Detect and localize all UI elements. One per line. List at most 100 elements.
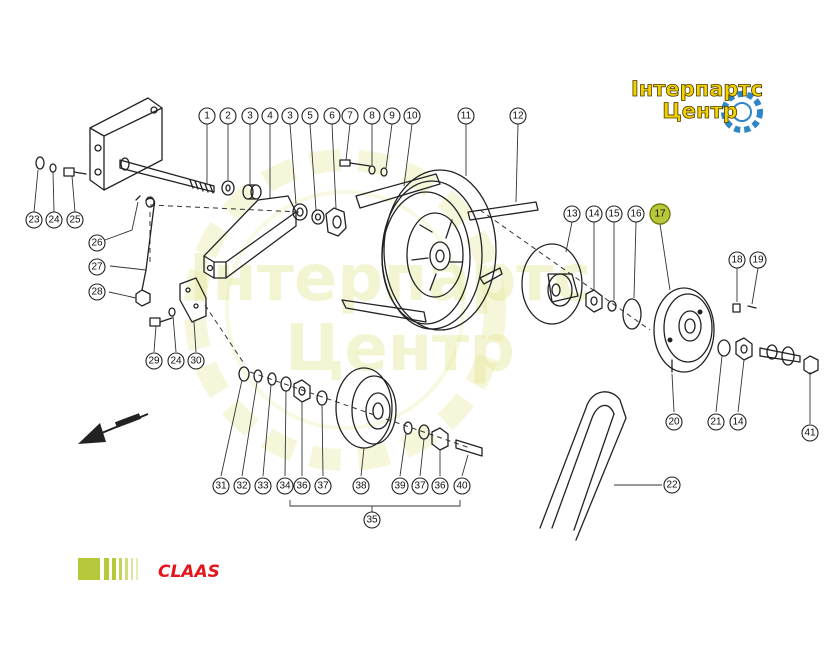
callout-21[interactable]: 21 — [707, 413, 725, 431]
svg-text:20: 20 — [668, 417, 680, 428]
callout-32[interactable]: 32 — [233, 477, 251, 495]
svg-text:17: 17 — [654, 209, 666, 220]
svg-text:30: 30 — [190, 356, 202, 367]
callout-28[interactable]: 28 — [88, 283, 106, 301]
svg-text:7: 7 — [347, 111, 353, 122]
callout-15[interactable]: 15 — [605, 205, 623, 223]
callout-37[interactable]: 37 — [314, 477, 332, 495]
svg-text:28: 28 — [91, 287, 103, 298]
svg-text:13: 13 — [566, 209, 578, 220]
callout-14b[interactable]: 14 — [729, 413, 747, 431]
callout-4[interactable]: 4 — [261, 107, 279, 125]
callout-24b[interactable]: 24 — [167, 352, 185, 370]
callout-24[interactable]: 24 — [45, 211, 63, 229]
leader-lines — [33, 123, 811, 512]
callout-14[interactable]: 14 — [585, 205, 603, 223]
callout-40[interactable]: 40 — [453, 477, 471, 495]
svg-text:39: 39 — [394, 481, 406, 492]
callout-2[interactable]: 2 — [219, 107, 237, 125]
callout-30[interactable]: 30 — [187, 352, 205, 370]
svg-text:32: 32 — [236, 481, 248, 492]
callout-20[interactable]: 20 — [665, 413, 683, 431]
svg-text:8: 8 — [369, 111, 375, 122]
callout-38[interactable]: 38 — [352, 477, 370, 495]
washer-9 — [380, 167, 388, 177]
callout-7[interactable]: 7 — [341, 107, 359, 125]
nut-36 — [293, 379, 311, 403]
svg-text:14: 14 — [732, 417, 744, 428]
callout-3b[interactable]: 3 — [281, 107, 299, 125]
washer-3b — [292, 203, 308, 221]
callout-11[interactable]: 11 — [457, 107, 475, 125]
svg-text:25: 25 — [69, 215, 81, 226]
callout-37b[interactable]: 37 — [411, 477, 429, 495]
svg-text:1: 1 — [204, 111, 210, 122]
svg-text:3: 3 — [247, 111, 253, 122]
callout-23[interactable]: 23 — [25, 211, 43, 229]
svg-text:6: 6 — [329, 111, 335, 122]
interparts-logo: Інтерпартс Центр — [631, 77, 763, 133]
callout-22[interactable]: 22 — [663, 476, 681, 494]
nut-14b — [735, 337, 753, 361]
callout-35[interactable]: 35 — [363, 511, 381, 529]
bolt-40 — [455, 439, 483, 457]
svg-text:37: 37 — [414, 481, 426, 492]
svg-text:4: 4 — [267, 111, 273, 122]
washer-32 — [253, 369, 263, 383]
bolt-7 — [339, 159, 371, 167]
callout-36b[interactable]: 36 — [431, 477, 449, 495]
callout-33[interactable]: 33 — [254, 477, 272, 495]
callout-19[interactable]: 19 — [749, 251, 767, 269]
svg-text:33: 33 — [257, 481, 269, 492]
svg-text:18: 18 — [731, 255, 743, 266]
washer-31 — [238, 366, 250, 382]
callout-1[interactable]: 1 — [198, 107, 216, 125]
svg-text:10: 10 — [406, 111, 418, 122]
brand-name: CLAAS — [158, 562, 220, 582]
logo-gear-icon — [721, 91, 763, 133]
callout-17-highlighted[interactable]: 17 — [649, 203, 671, 225]
washer-21 — [717, 339, 731, 357]
o-ring-16 — [622, 298, 642, 330]
callout-18[interactable]: 18 — [728, 251, 746, 269]
callout-27[interactable]: 27 — [88, 258, 106, 276]
main-pulley — [381, 169, 497, 331]
bolt-25 — [63, 167, 87, 177]
callout-5[interactable]: 5 — [301, 107, 319, 125]
svg-text:15: 15 — [608, 209, 620, 220]
callout-12[interactable]: 12 — [509, 107, 527, 125]
callout-34[interactable]: 34 — [276, 477, 294, 495]
callout-39[interactable]: 39 — [391, 477, 409, 495]
callout-16[interactable]: 16 — [627, 205, 645, 223]
svg-text:5: 5 — [307, 111, 313, 122]
svg-text:24: 24 — [170, 356, 182, 367]
svg-text:31: 31 — [215, 481, 227, 492]
callout-8[interactable]: 8 — [363, 107, 381, 125]
callout-9[interactable]: 9 — [383, 107, 401, 125]
callout-36[interactable]: 36 — [293, 477, 311, 495]
svg-text:36: 36 — [434, 481, 446, 492]
svg-text:35: 35 — [366, 515, 378, 526]
key-18 — [732, 303, 741, 313]
nut-41 — [803, 355, 819, 375]
svg-text:26: 26 — [91, 238, 103, 249]
svg-text:41: 41 — [804, 428, 816, 439]
mounting-bracket — [89, 97, 163, 191]
svg-text:23: 23 — [28, 215, 40, 226]
callout-41[interactable]: 41 — [801, 424, 819, 442]
callout-25[interactable]: 25 — [66, 211, 84, 229]
parts-drawing — [35, 97, 819, 541]
washer-24 — [49, 163, 57, 173]
callout-13[interactable]: 13 — [563, 205, 581, 223]
callout-29[interactable]: 29 — [145, 352, 163, 370]
callout-26[interactable]: 26 — [88, 234, 106, 252]
callout-31[interactable]: 31 — [212, 477, 230, 495]
spring-rod — [135, 195, 156, 291]
v-belt-22 — [539, 391, 627, 541]
callout-10[interactable]: 10 — [403, 107, 421, 125]
callout-6[interactable]: 6 — [323, 107, 341, 125]
callout-3[interactable]: 3 — [241, 107, 259, 125]
svg-text:27: 27 — [91, 262, 103, 273]
washer-39 — [403, 421, 413, 435]
